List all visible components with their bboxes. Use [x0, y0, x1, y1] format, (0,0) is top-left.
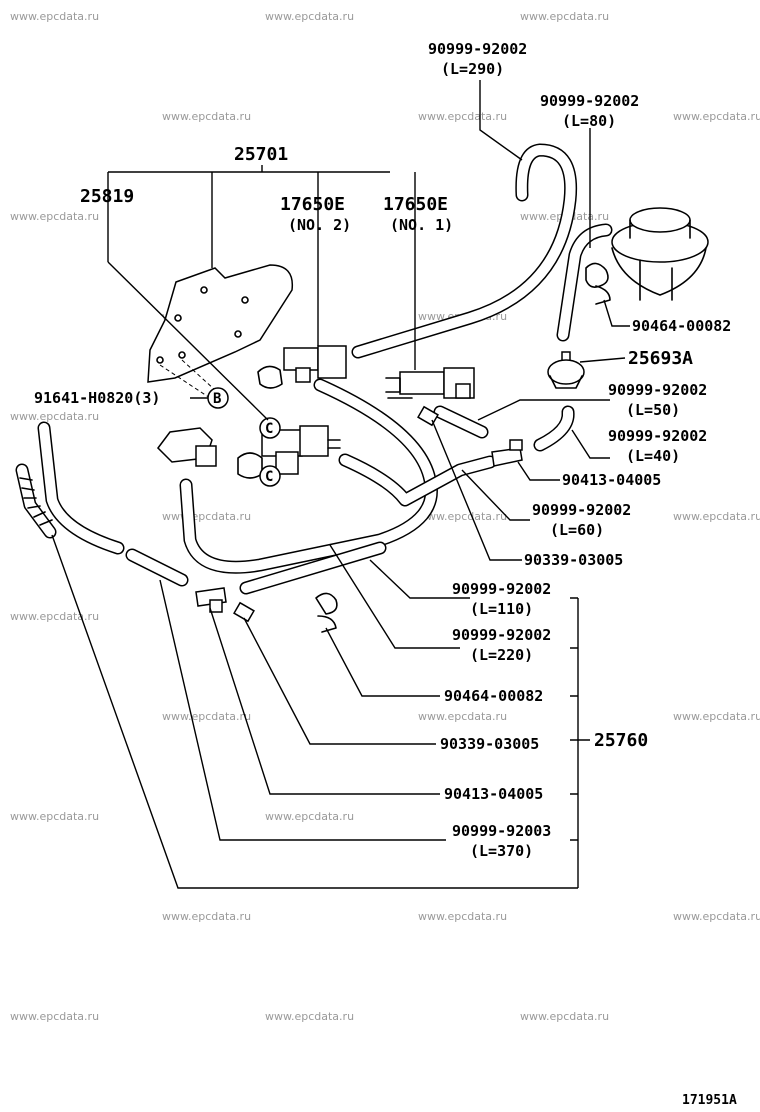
- label-group: 90999-92002 (L=290) 90999-92002 (L=80) 2…: [34, 40, 737, 1108]
- connector-plug: [157, 427, 217, 467]
- label-hose-l60: 90999-92002: [532, 501, 631, 519]
- label-90339-bottom: 90339-03005: [440, 735, 539, 753]
- watermark: www.epcdata.ru: [10, 1010, 99, 1023]
- watermark: www.epcdata.ru: [673, 510, 760, 523]
- hose-l220: [179, 378, 438, 574]
- label-hose-l80: 90999-92002: [540, 92, 639, 110]
- vsv-no1: [385, 367, 475, 399]
- vsv-lower: [237, 425, 341, 479]
- watermark: www.epcdata.ru: [162, 910, 251, 923]
- label-90413-bottom: 90413-04005: [444, 785, 543, 803]
- watermark: www.epcdata.ru: [418, 910, 507, 923]
- label-hose-l60-len: (L=60): [550, 521, 604, 539]
- label-hose-l110: 90999-92002: [452, 580, 551, 598]
- watermark-layer: www.epcdata.ru www.epcdata.ru www.epcdat…: [10, 10, 760, 1023]
- label-hose-l370-len: (L=370): [470, 842, 533, 860]
- label-hose-l370: 90999-92003: [452, 822, 551, 840]
- watermark: www.epcdata.ru: [418, 110, 507, 123]
- vsv-no2: [257, 345, 347, 389]
- label-hose-l220: 90999-92002: [452, 626, 551, 644]
- watermark: www.epcdata.ru: [265, 1010, 354, 1023]
- label-25819: 25819: [80, 186, 134, 207]
- hose-group: [15, 143, 613, 595]
- watermark: www.epcdata.ru: [418, 710, 507, 723]
- label-17650e-no1-sub: (NO. 1): [390, 216, 453, 234]
- marker-b: B: [207, 387, 229, 409]
- watermark: www.epcdata.ru: [418, 510, 507, 523]
- corrugation-lines: [19, 477, 53, 526]
- label-90464-top: 90464-00082: [632, 317, 731, 335]
- watermark: www.epcdata.ru: [673, 710, 760, 723]
- clamp-bottom: [315, 592, 338, 633]
- label-hose-l290-len: (L=290): [441, 60, 504, 78]
- tee-fitting-bottom: [195, 587, 227, 613]
- watermark: www.epcdata.ru: [673, 110, 760, 123]
- label-hose-l290: 90999-92002: [428, 40, 527, 58]
- watermark: www.epcdata.ru: [520, 10, 609, 23]
- label-17650e-no1: 17650E: [383, 194, 448, 215]
- label-25760: 25760: [594, 730, 648, 751]
- vacuum-damper: [547, 351, 585, 389]
- figure-id: 171951A: [682, 1093, 737, 1108]
- label-25693a: 25693A: [628, 348, 693, 369]
- svg-text:B: B: [213, 391, 221, 407]
- watermark: www.epcdata.ru: [10, 410, 99, 423]
- label-hose-l220-len: (L=220): [470, 646, 533, 664]
- cap-bottom: [233, 601, 255, 623]
- watermark: www.epcdata.ru: [162, 110, 251, 123]
- watermark: www.epcdata.ru: [265, 10, 354, 23]
- watermark: www.epcdata.ru: [10, 610, 99, 623]
- label-90464-bottom: 90464-00082: [444, 687, 543, 705]
- label-hose-l50: 90999-92002: [608, 381, 707, 399]
- label-90339-top: 90339-03005: [524, 551, 623, 569]
- label-25701: 25701: [234, 144, 288, 165]
- watermark: www.epcdata.ru: [10, 810, 99, 823]
- watermark: www.epcdata.ru: [520, 1010, 609, 1023]
- marker-c-1: C: [259, 417, 281, 439]
- leader-lines: [51, 80, 630, 889]
- label-17650e-no2: 17650E: [280, 194, 345, 215]
- label-hose-l40: 90999-92002: [608, 427, 707, 445]
- label-90413-top: 90413-04005: [562, 471, 661, 489]
- label-hose-l80-len: (L=80): [562, 112, 616, 130]
- watermark: www.epcdata.ru: [673, 910, 760, 923]
- marker-c-2: C: [259, 465, 281, 487]
- svg-text:C: C: [265, 469, 273, 485]
- label-hose-l110-len: (L=110): [470, 600, 533, 618]
- clamp-top: [585, 262, 611, 305]
- tee-fitting-top: [491, 439, 523, 467]
- svg-text:C: C: [265, 421, 273, 437]
- label-91641: 91641-H0820(3): [34, 389, 160, 407]
- label-hose-l50-len: (L=50): [626, 401, 680, 419]
- label-hose-l40-len: (L=40): [626, 447, 680, 465]
- watermark: www.epcdata.ru: [162, 710, 251, 723]
- watermark: www.epcdata.ru: [162, 510, 251, 523]
- label-17650e-no2-sub: (NO. 2): [288, 216, 351, 234]
- egr-modulator: [611, 207, 709, 301]
- watermark: www.epcdata.ru: [10, 210, 99, 223]
- watermark: www.epcdata.ru: [10, 10, 99, 23]
- watermark: www.epcdata.ru: [265, 810, 354, 823]
- bracket-25819: [147, 264, 294, 399]
